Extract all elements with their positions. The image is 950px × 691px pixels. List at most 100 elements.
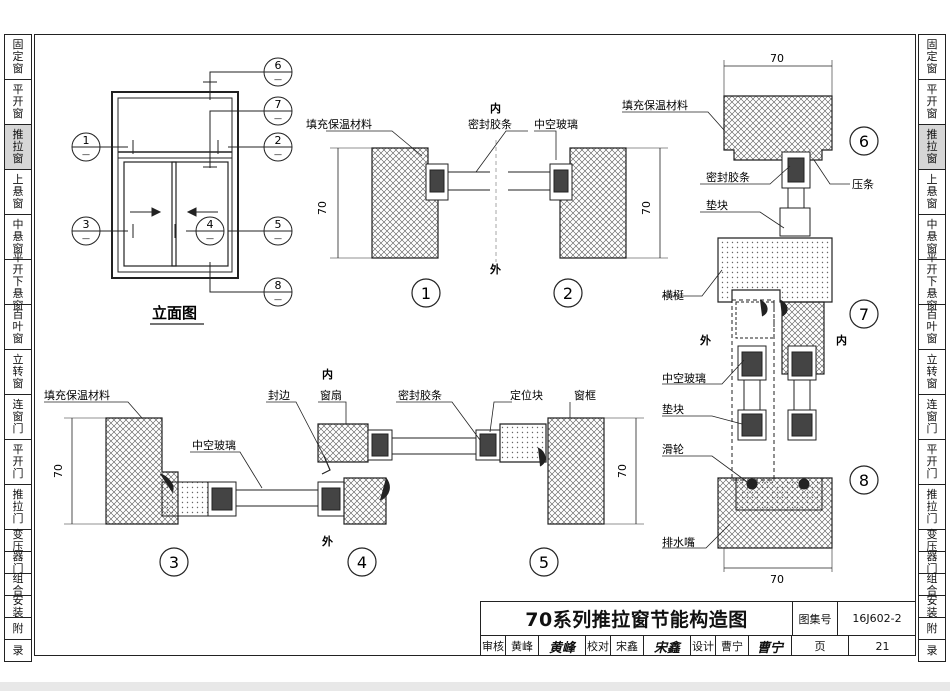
category-tab-16[interactable]: 录	[4, 640, 32, 662]
category-tab-0[interactable]: 固定窗	[918, 35, 946, 80]
page-number: 21	[848, 636, 916, 656]
section-3-number: 3	[169, 553, 179, 572]
reviewer-signature: 黄峰	[538, 636, 585, 656]
section-4-edge-label: 封边	[268, 388, 290, 402]
category-tab-4[interactable]: 中悬窗	[918, 215, 946, 260]
category-tab-10[interactable]: 推拉门	[918, 485, 946, 530]
category-tab-3[interactable]: 上悬窗	[918, 170, 946, 215]
section-7-rail	[717, 237, 833, 303]
marker-5-number: 5	[275, 218, 282, 231]
category-tab-4[interactable]: 中悬窗	[4, 215, 32, 260]
section-6-head-frame	[723, 95, 833, 161]
section-7-outside-label: 外	[699, 333, 711, 347]
section-2-dim: 70	[640, 201, 653, 215]
sash-right	[171, 161, 229, 267]
category-tab-0[interactable]: 固定窗	[4, 35, 32, 80]
marker-3-sub: —	[82, 234, 90, 243]
category-tab-2[interactable]: 推拉窗	[4, 125, 32, 170]
section-6-seal-label: 密封胶条	[706, 170, 750, 184]
category-tab-6[interactable]: 百叶窗	[4, 305, 32, 350]
section-marker-5: 5 —	[263, 216, 293, 246]
section-5-locator-label: 定位块	[510, 388, 543, 402]
section-3-dim: 70	[52, 464, 65, 478]
section-8-number: 8	[859, 471, 869, 490]
category-tab-12[interactable]: 器门	[918, 550, 946, 574]
section-4-sash-label: 窗扇	[320, 388, 342, 402]
designer-signature: 曹宁	[748, 636, 791, 656]
category-tab-7[interactable]: 立转窗	[4, 350, 32, 395]
section-1-number: 1	[421, 284, 431, 303]
title-block: 70系列推拉窗节能构造图 图集号 16J602-2 审核 黄峰 黄峰 校对 宋鑫…	[480, 601, 916, 656]
section-6-dim-top: 70	[770, 52, 784, 65]
marker-4-sub: —	[206, 234, 214, 243]
category-tab-10[interactable]: 推拉门	[4, 485, 32, 530]
section-2-glass-label: 中空玻璃	[534, 117, 578, 131]
section-8-drain-label: 排水嘴	[662, 535, 695, 549]
category-tab-14[interactable]: 安装	[918, 594, 946, 618]
section-5-number: 5	[539, 553, 549, 572]
drawing-frame	[34, 34, 916, 656]
section-3-fill-label: 填充保温材料	[44, 388, 110, 402]
category-tab-16[interactable]: 录	[918, 640, 946, 662]
category-tab-9[interactable]: 平开门	[4, 440, 32, 485]
section-1-fill-label: 填充保温材料	[306, 117, 372, 131]
bottom-band	[0, 682, 950, 691]
section-7-inside-label: 内	[836, 333, 847, 347]
category-tab-13[interactable]: 组合	[4, 572, 32, 596]
slide-arrow-left-head	[186, 207, 197, 217]
section-5-dim: 70	[616, 464, 629, 478]
section-4-inside-label: 内	[322, 367, 333, 381]
category-tab-9[interactable]: 平开门	[918, 440, 946, 485]
sash-left	[123, 161, 177, 267]
category-tab-11[interactable]: 变压	[4, 528, 32, 552]
category-tab-8[interactable]: 连窗门	[4, 395, 32, 440]
checker-name: 宋鑫	[610, 636, 643, 656]
elevation-view	[98, 71, 264, 293]
marker-5-sub: —	[274, 234, 282, 243]
category-tab-3[interactable]: 上悬窗	[4, 170, 32, 215]
marker-6-sub: —	[274, 75, 282, 84]
category-tab-7[interactable]: 立转窗	[918, 350, 946, 395]
atlas-label: 图集号	[792, 602, 837, 635]
review-label: 审核	[482, 640, 504, 653]
category-tab-6[interactable]: 百叶窗	[918, 305, 946, 350]
left-category-tabs: 固定窗平开窗推拉窗上悬窗中悬窗平开下悬窗百叶窗立转窗连窗门平开门推拉门变压器门组…	[4, 34, 32, 662]
category-tab-15[interactable]: 附	[4, 618, 32, 640]
section-4-sash-a	[343, 477, 387, 525]
category-tab-15[interactable]: 附	[918, 618, 946, 640]
checker-signature: 宋鑫	[643, 636, 690, 656]
category-tab-13[interactable]: 组合	[918, 572, 946, 596]
section-4-sash-b	[317, 423, 369, 463]
category-tab-11[interactable]: 变压	[918, 528, 946, 552]
section-marker-3: 3 —	[71, 216, 101, 246]
marker-7-sub: —	[274, 114, 282, 123]
drawing-title: 70系列推拉窗节能构造图	[525, 609, 748, 631]
section-2-seal	[553, 169, 569, 193]
category-tab-2[interactable]: 推拉窗	[918, 125, 946, 170]
section-3-seal	[159, 473, 174, 493]
section-6-fill-label: 填充保温材料	[622, 98, 688, 112]
category-tab-14[interactable]: 安装	[4, 594, 32, 618]
marker-3-number: 3	[83, 218, 90, 231]
section-6-7-8	[622, 60, 850, 572]
window-inner-frame	[117, 97, 233, 273]
marker-1-sub: —	[82, 150, 90, 159]
section-2-number: 2	[563, 284, 573, 303]
category-tab-12[interactable]: 器门	[4, 550, 32, 574]
marker-1-number: 1	[83, 134, 90, 147]
section-5-frame	[547, 417, 605, 525]
section-marker-6: 6 —	[263, 57, 293, 87]
section-4-seal-label: 密封胶条	[398, 388, 442, 402]
marker-7-number: 7	[275, 98, 282, 111]
elevation-caption: 立面图	[152, 304, 197, 322]
section-1-2	[326, 130, 668, 262]
category-tab-1[interactable]: 平开窗	[4, 80, 32, 125]
category-tab-1[interactable]: 平开窗	[918, 80, 946, 125]
section-7-glass-label: 中空玻璃	[662, 371, 706, 385]
category-tab-8[interactable]: 连窗门	[918, 395, 946, 440]
section-1-2-outside-label: 外	[489, 262, 501, 276]
section-marker-4: 4 —	[195, 216, 225, 246]
atlas-number: 16J602-2	[837, 602, 916, 635]
section-1-seal-label: 密封胶条	[468, 117, 512, 131]
